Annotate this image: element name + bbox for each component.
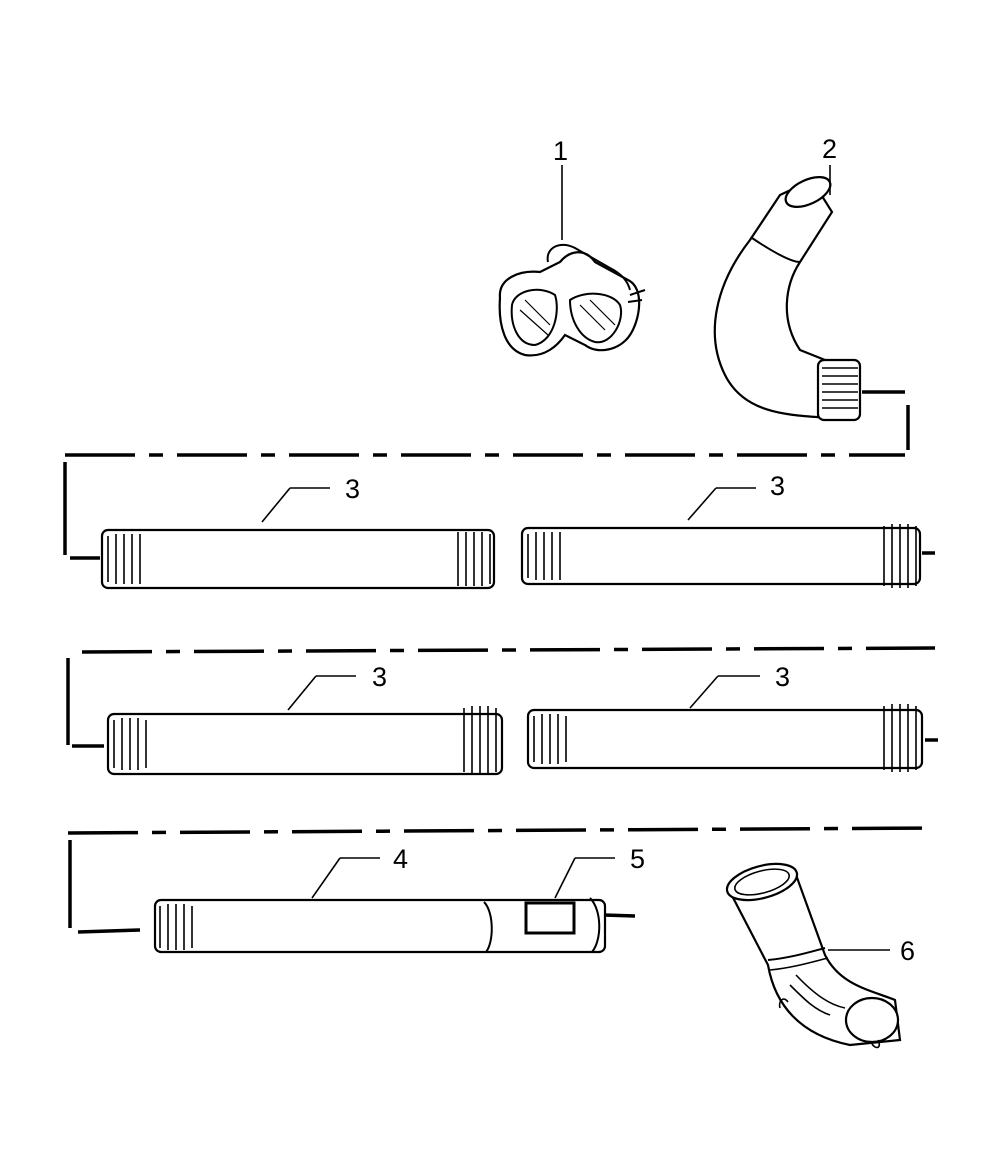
callout-3a: 3 xyxy=(345,474,360,504)
callout-2: 2 xyxy=(822,134,837,164)
elbow-lower-6 xyxy=(725,862,902,1049)
leader-4 xyxy=(311,857,341,899)
tube-3c xyxy=(106,706,504,776)
callout-3b: 3 xyxy=(770,471,785,501)
leader-3a xyxy=(261,487,291,523)
tube-3b xyxy=(520,524,935,588)
leader-5 xyxy=(554,857,576,899)
tube-3d xyxy=(526,704,938,772)
tube-3a xyxy=(100,528,496,590)
leader-3c xyxy=(287,675,317,711)
callout-1: 1 xyxy=(553,136,568,166)
nozzle-label-5 xyxy=(524,901,576,935)
elbow-upper xyxy=(713,176,905,422)
callout-3c: 3 xyxy=(372,662,387,692)
callout-3d: 3 xyxy=(775,662,790,692)
leader-3b xyxy=(687,487,717,521)
nozzle-tube-4 xyxy=(153,897,636,954)
safety-goggles xyxy=(498,243,646,357)
leader-3d xyxy=(689,675,719,709)
callout-6: 6 xyxy=(900,936,915,966)
callout-4: 4 xyxy=(393,844,408,874)
callout-5: 5 xyxy=(630,844,645,874)
